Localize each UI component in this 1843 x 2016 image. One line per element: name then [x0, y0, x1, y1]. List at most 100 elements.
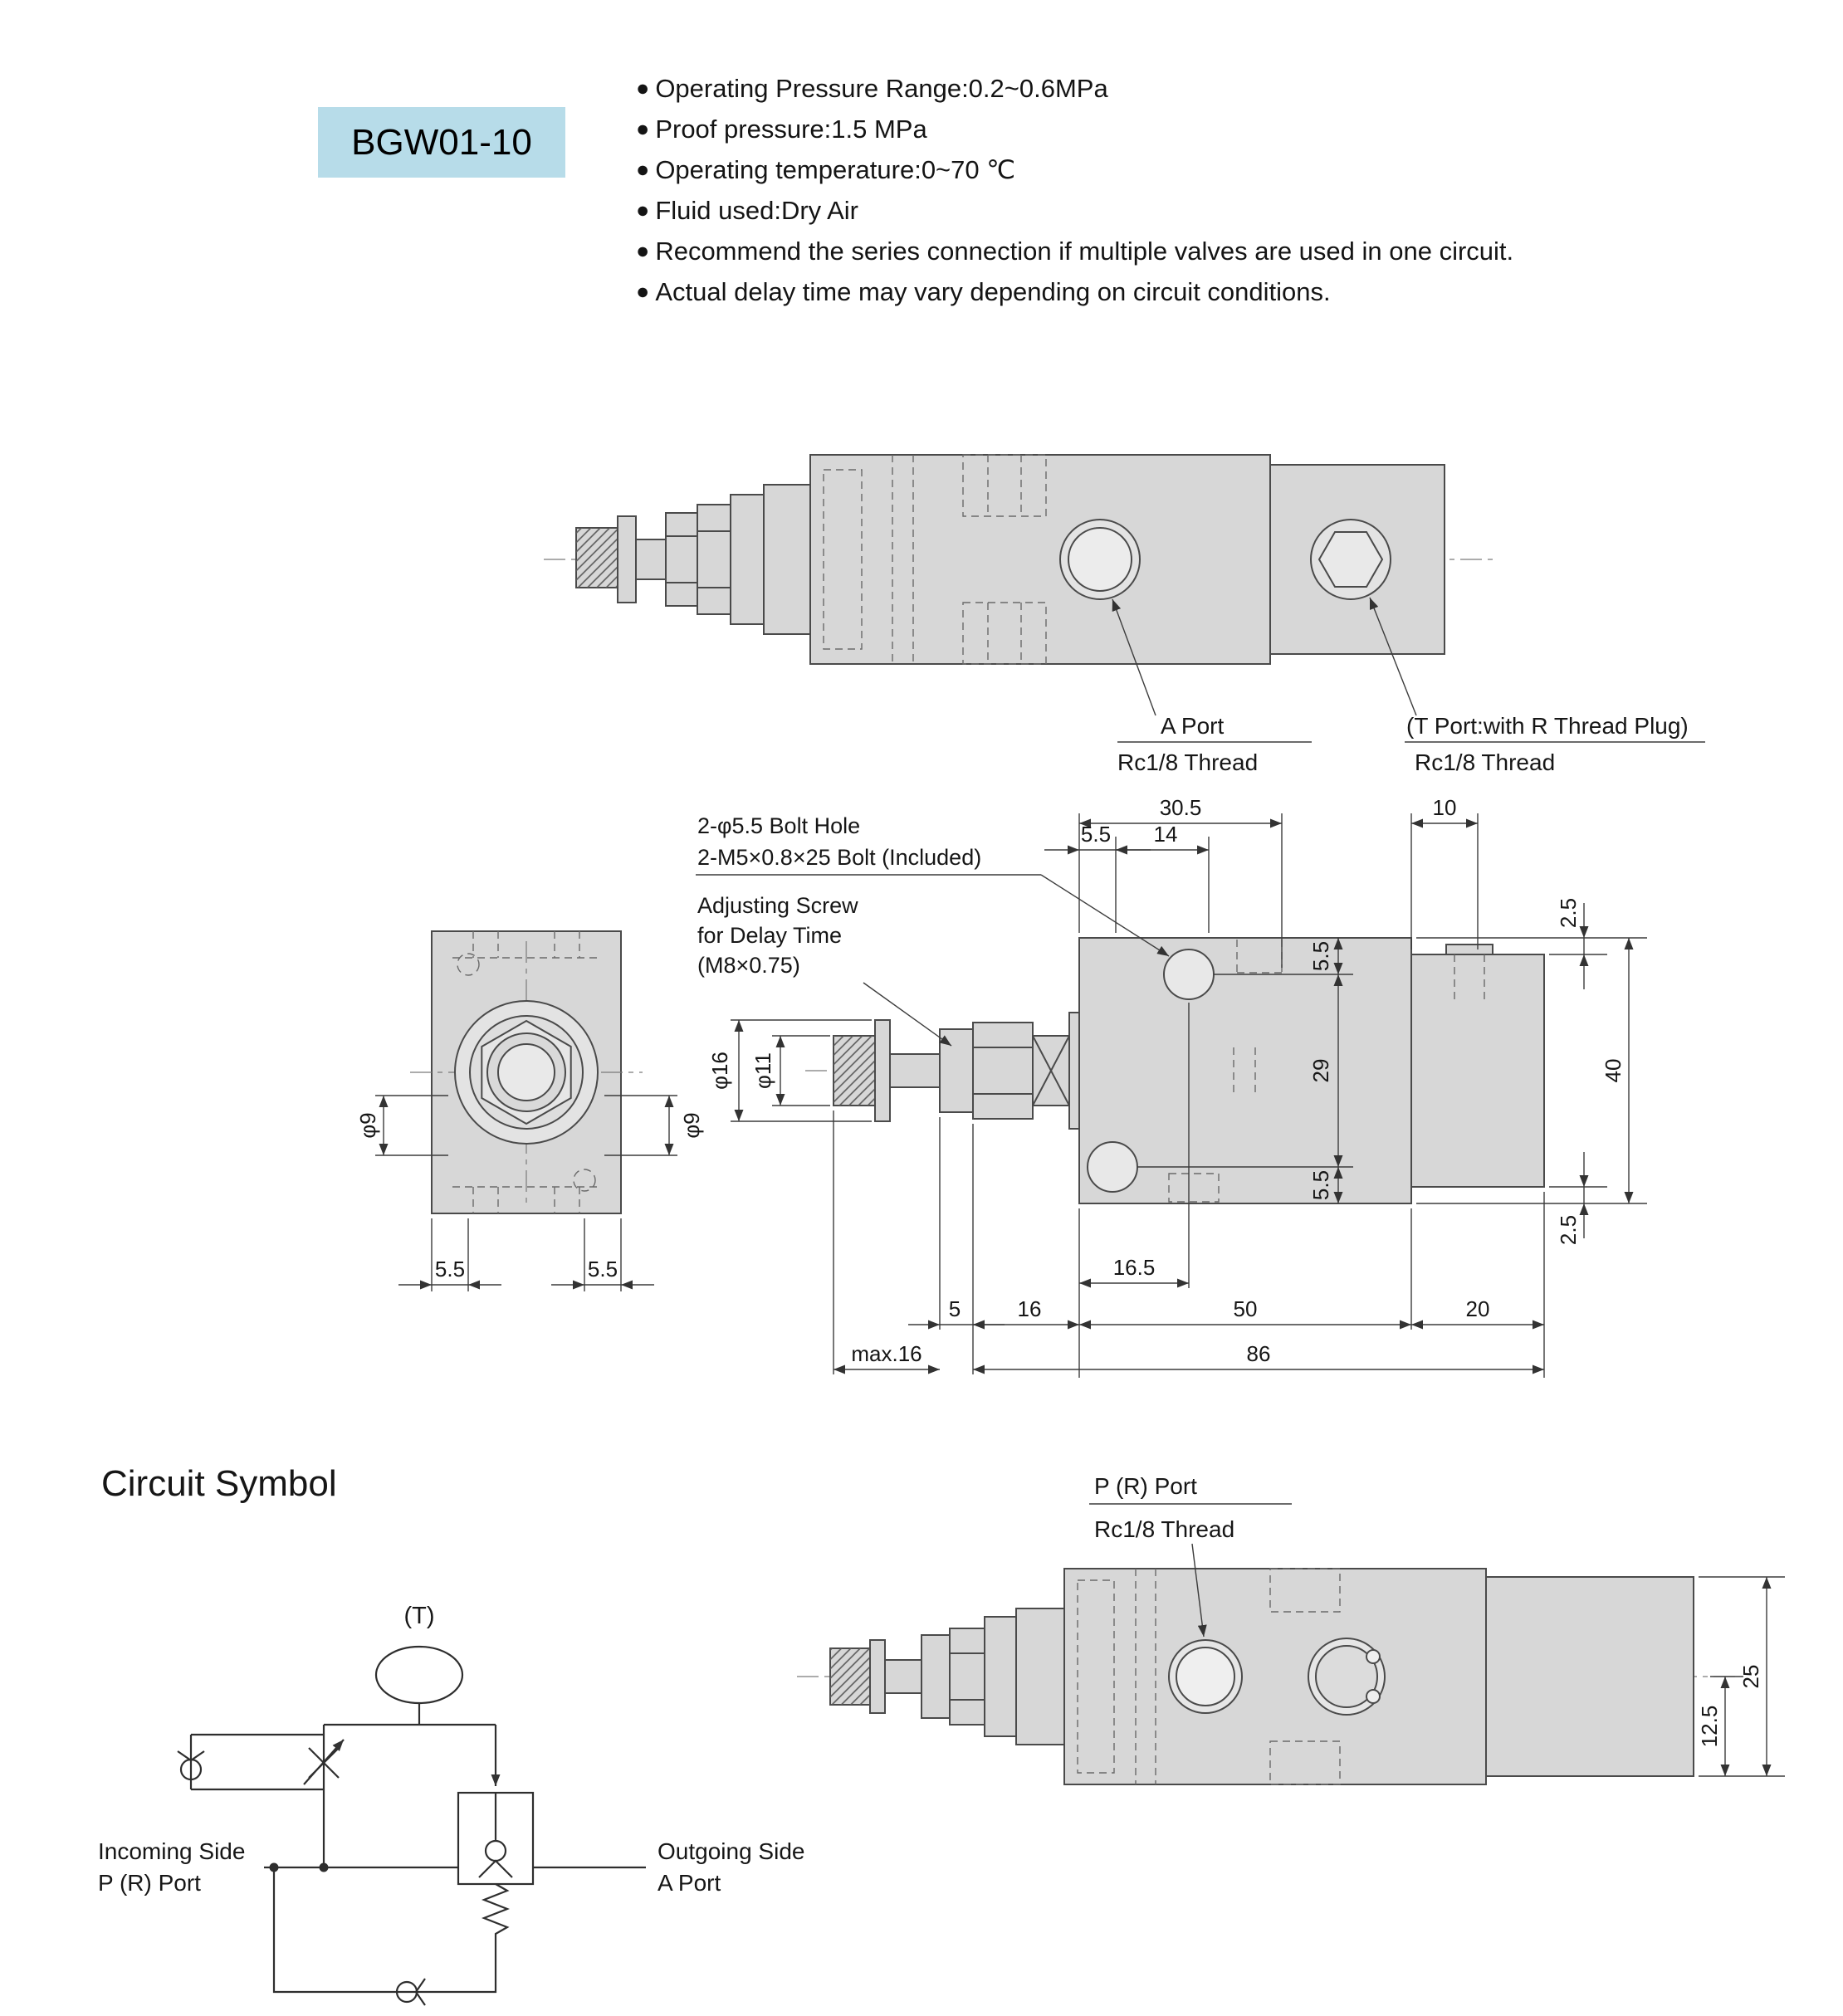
spring: [481, 1883, 511, 1938]
spec-text: Proof pressure:1.5 MPa: [655, 114, 927, 144]
dims-inner: 5.5 29 5.5: [1137, 938, 1353, 1203]
dim-16-5: 16.5: [1113, 1255, 1156, 1280]
dim-20: 20: [1466, 1296, 1490, 1321]
end-view: φ9 φ9 5.5 5.5: [355, 930, 704, 1291]
dim-40: 40: [1601, 1059, 1625, 1083]
dimension-views: φ9 φ9 5.5 5.5: [355, 795, 1647, 1378]
label-a-port-thread: Rc1/8 Thread: [1117, 749, 1258, 775]
bullet-icon: ●: [636, 198, 650, 222]
valve-body: [809, 454, 1271, 665]
bullet-icon: ●: [636, 238, 650, 263]
dim-phi16: φ16: [707, 1052, 732, 1090]
dim-phi9-left: φ9: [355, 1112, 380, 1138]
dim-50: 50: [1234, 1296, 1258, 1321]
adjusting-screw: [575, 484, 811, 635]
spec-text: Fluid used:Dry Air: [655, 195, 858, 225]
dim-30-5: 30.5: [1160, 795, 1202, 820]
spec-item: ●Operating temperature:0~70 ℃: [636, 149, 1513, 190]
spec-text: Operating Pressure Range:0.2~0.6MPa: [655, 73, 1108, 103]
label-incoming-2: P (R) Port: [98, 1870, 201, 1896]
spec-item: ●Actual delay time may vary depending on…: [636, 271, 1513, 312]
dim-phi9-right-group: φ9: [604, 1095, 704, 1156]
dim-12-5: 12.5: [1697, 1706, 1722, 1748]
note-adjusting-3: (M8×0.75): [697, 953, 800, 978]
dim-5-5-inner-top: 5.5: [1308, 941, 1333, 971]
model-badge: BGW01-10: [318, 107, 565, 178]
bullet-icon: ●: [636, 157, 650, 182]
bottom-side-view: P (R) Port Rc1/8 Thread 12.5 25: [797, 1473, 1785, 1785]
spec-list: ●Operating Pressure Range:0.2~0.6MPa ●Pr…: [636, 68, 1513, 312]
check-valve-left: [177, 1750, 205, 1781]
label-t-port: (T Port:with R Thread Plug): [1406, 713, 1689, 739]
bolt-hole-hidden: [457, 953, 480, 976]
label-outgoing-2: A Port: [658, 1870, 721, 1896]
end-cap: [1485, 1576, 1694, 1777]
spec-item: ●Recommend the series connection if mult…: [636, 231, 1513, 271]
spec-text: Operating temperature:0~70 ℃: [655, 154, 1016, 184]
dim-16: 16: [1018, 1296, 1042, 1321]
spec-text: Actual delay time may vary depending on …: [655, 276, 1331, 306]
throttle-valve: [303, 1739, 345, 1785]
dim-14: 14: [1154, 822, 1178, 847]
ring-pin-hole: [1366, 1689, 1381, 1704]
junction-dot: [319, 1862, 329, 1872]
top-side-view: A Port Rc1/8 Thread (T Port:with R Threa…: [544, 454, 1705, 775]
bullet-icon: ●: [636, 116, 650, 141]
bolt-hole-bottom: [1087, 1141, 1138, 1193]
dim-5-5-foot-left: 5.5: [435, 1257, 465, 1281]
dims-right: 2.5 2.5 40: [1416, 898, 1647, 1245]
label-outgoing-1: Outgoing Side: [658, 1838, 804, 1864]
spec-text: Recommend the series connection if multi…: [655, 236, 1514, 266]
dim-5-5-foot-right: 5.5: [588, 1257, 618, 1281]
bullet-icon: ●: [636, 76, 650, 100]
dim-5: 5: [949, 1296, 961, 1321]
side-view: 30.5 5.5 14 10 2.5 2.5: [696, 795, 1647, 1378]
dim-2-5-bottom: 2.5: [1556, 1215, 1581, 1245]
spec-item: ●Fluid used:Dry Air: [636, 190, 1513, 231]
label-t: (T): [403, 1603, 434, 1629]
dim-phi9-right: φ9: [679, 1112, 704, 1138]
dim-86: 86: [1247, 1341, 1271, 1366]
valve-body: [1063, 1568, 1487, 1785]
adjusting-screw: [833, 1012, 1080, 1130]
check-valve-bottom: [395, 1978, 426, 2006]
dim-25: 25: [1738, 1665, 1763, 1689]
label-a-port: A Port: [1161, 713, 1224, 739]
t-port-hex-socket: [1317, 531, 1384, 588]
dims-top: 30.5 5.5 14 10: [1044, 795, 1479, 968]
dims-right: 12.5 25: [1697, 1576, 1785, 1777]
dim-2-5-top: 2.5: [1556, 898, 1581, 928]
ring-pin-hole: [1366, 1649, 1381, 1664]
circuit-symbol: Circuit Symbol (T) Incoming Side P (R: [98, 1463, 804, 2006]
end-cap: [1410, 954, 1545, 1188]
label-p-port: P (R) Port: [1094, 1473, 1197, 1499]
hidden-details: [823, 454, 1047, 665]
note-adjusting-2: for Delay Time: [697, 923, 842, 948]
label-incoming-1: Incoming Side: [98, 1838, 245, 1864]
p-port-callout: P (R) Port Rc1/8 Thread: [1089, 1473, 1292, 1638]
dim-phi9-left-group: φ9: [355, 1095, 448, 1156]
spec-item: ●Operating Pressure Range:0.2~0.6MPa: [636, 68, 1513, 109]
dim-29: 29: [1308, 1059, 1333, 1083]
note-bolt-hole-2: 2-M5×0.8×25 Bolt (Included): [697, 845, 981, 870]
bypass-line: [272, 1867, 497, 1994]
spec-item: ●Proof pressure:1.5 MPa: [636, 109, 1513, 149]
note-bolt-hole: 2-φ5.5 Bolt Hole 2-M5×0.8×25 Bolt (Inclu…: [696, 813, 1170, 957]
note-adjusting-screw: Adjusting Screw for Delay Time (M8×0.75): [697, 893, 952, 1047]
hidden-details: [1077, 1568, 1341, 1785]
dims-bottom: 16.5 5 16 50 20 max.16 86: [833, 1003, 1545, 1378]
dim-5-5-top: 5.5: [1081, 822, 1111, 847]
poppet-seat: [478, 1839, 513, 1878]
dim-phi11: φ11: [750, 1052, 775, 1089]
timer-volume: [374, 1645, 464, 1705]
bullet-icon: ●: [636, 279, 650, 304]
dim-5-5-inner-bottom: 5.5: [1308, 1170, 1333, 1200]
note-adjusting-1: Adjusting Screw: [697, 893, 858, 918]
a-port-callout: A Port Rc1/8 Thread: [1112, 598, 1312, 775]
dim-max-16: max.16: [851, 1341, 922, 1366]
t-port-callout: (T Port:with R Thread Plug) Rc1/8 Thread: [1369, 597, 1705, 775]
circuit-heading: Circuit Symbol: [101, 1463, 337, 1504]
bolt-hole-hidden: [573, 1169, 596, 1192]
dim-feet-group: 5.5 5.5: [398, 1218, 654, 1291]
